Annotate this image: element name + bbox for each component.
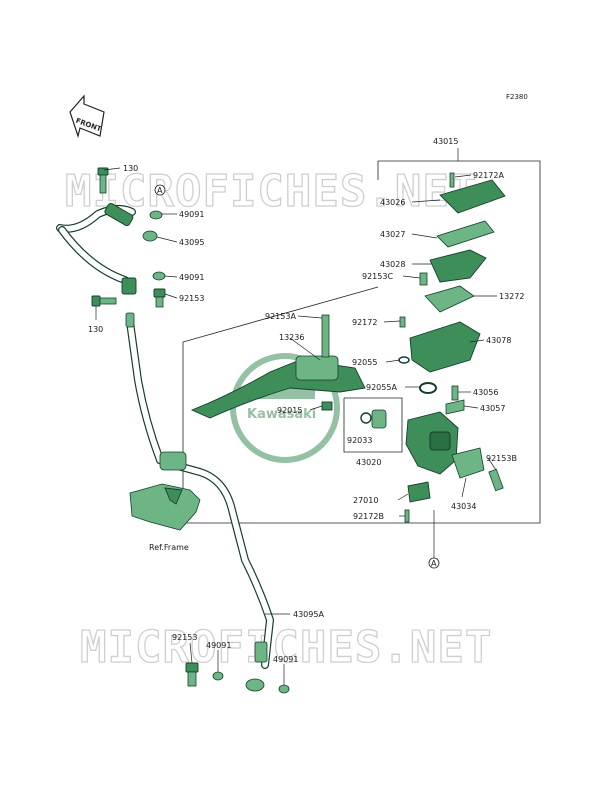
label-27010: 27010: [353, 496, 378, 505]
bolt-92153-a: [153, 288, 166, 308]
diagram-code: F2380: [506, 93, 528, 101]
banjo-43095: [142, 230, 158, 242]
label-43020: 43020: [356, 458, 381, 467]
label-92033: 92033: [347, 436, 372, 445]
bracket-43057: [445, 399, 465, 415]
label-43095: 43095: [179, 238, 204, 247]
hose-fitting-upper: [121, 277, 137, 295]
label-43027: 43027: [380, 230, 405, 239]
reservoir-cap-43026: [439, 179, 506, 214]
watermark-bottom: MICROFICHES.NET: [80, 622, 492, 673]
o-ring-92055a: [419, 382, 437, 394]
label-92172B: 92172B: [353, 512, 384, 521]
master-cylinder-body: [405, 411, 459, 475]
clamp-43034: [451, 447, 485, 479]
label-49091-a: 49091: [179, 210, 204, 219]
label-92015: 92015: [277, 406, 302, 415]
label-43015: 43015: [433, 137, 458, 146]
piston-kit-92033: [371, 409, 387, 429]
label-43026: 43026: [380, 198, 405, 207]
label-92153C: 92153C: [362, 272, 393, 281]
banjo-43095a: [245, 678, 265, 692]
label-130-top: 130: [123, 164, 138, 173]
ref-frame-label: Ref.Frame: [149, 543, 189, 552]
label-43056: 43056: [473, 388, 498, 397]
washer-49091-b: [152, 271, 166, 281]
assembly-box-left: [182, 286, 379, 524]
label-43057: 43057: [480, 404, 505, 413]
assembly-box: [378, 160, 541, 524]
hose-clamp: [159, 451, 187, 471]
plate-43027: [436, 220, 495, 248]
fitting-43056: [451, 385, 459, 401]
screw-92172b: [404, 509, 410, 523]
ref-frame-bracket: [129, 483, 201, 531]
label-92055A: 92055A: [366, 383, 397, 392]
insulator-13272: [424, 285, 475, 313]
bolt-92153b: [488, 468, 504, 492]
label-130-bottom: 130: [88, 325, 103, 334]
label-49091-c: 49091: [206, 641, 231, 650]
diaphragm-43028: [429, 249, 487, 283]
label-92153B: 92153B: [486, 454, 517, 463]
washer-49091-a: [149, 210, 163, 220]
marker-a-top-text: A: [157, 186, 163, 195]
bolt-130-bottom: [91, 295, 117, 307]
label-43028: 43028: [380, 260, 405, 269]
logo-text: Kawasaki: [247, 407, 316, 422]
label-13236: 13236: [279, 333, 304, 342]
marker-a-top: [154, 184, 166, 196]
label-49091-d: 49091: [273, 655, 298, 664]
label-43034: 43034: [451, 502, 476, 511]
screw-92153c: [419, 272, 428, 286]
banjo-fitting-top: [104, 202, 134, 227]
lever-13236: [190, 355, 366, 419]
nut-92015: [321, 401, 333, 411]
label-92153A: 92153A: [265, 312, 296, 321]
label-92172A: 92172A: [473, 171, 504, 180]
washer-49091-c: [212, 671, 224, 681]
washer-49091-d: [278, 684, 290, 694]
leader-lines: [95, 148, 497, 685]
o-ring-92055: [398, 356, 410, 364]
label-43078: 43078: [486, 336, 511, 345]
label-43095A: 43095A: [293, 610, 324, 619]
label-92055: 92055: [352, 358, 377, 367]
label-49091-b: 49091: [179, 273, 204, 282]
reservoir-43078: [409, 321, 481, 373]
label-13272: 13272: [499, 292, 524, 301]
bolt-92153a: [321, 314, 330, 358]
marker-a-bottom-text: A: [431, 559, 437, 568]
bolt-92153-b: [185, 662, 199, 687]
switch-27010: [407, 481, 431, 503]
label-92153-a: 92153: [179, 294, 204, 303]
label-92153-b: 92153: [172, 633, 197, 642]
screw-92172a: [449, 172, 455, 188]
screw-92172: [399, 316, 406, 328]
front-arrow-icon: FRONT: [69, 94, 105, 139]
label-92172: 92172: [352, 318, 377, 327]
